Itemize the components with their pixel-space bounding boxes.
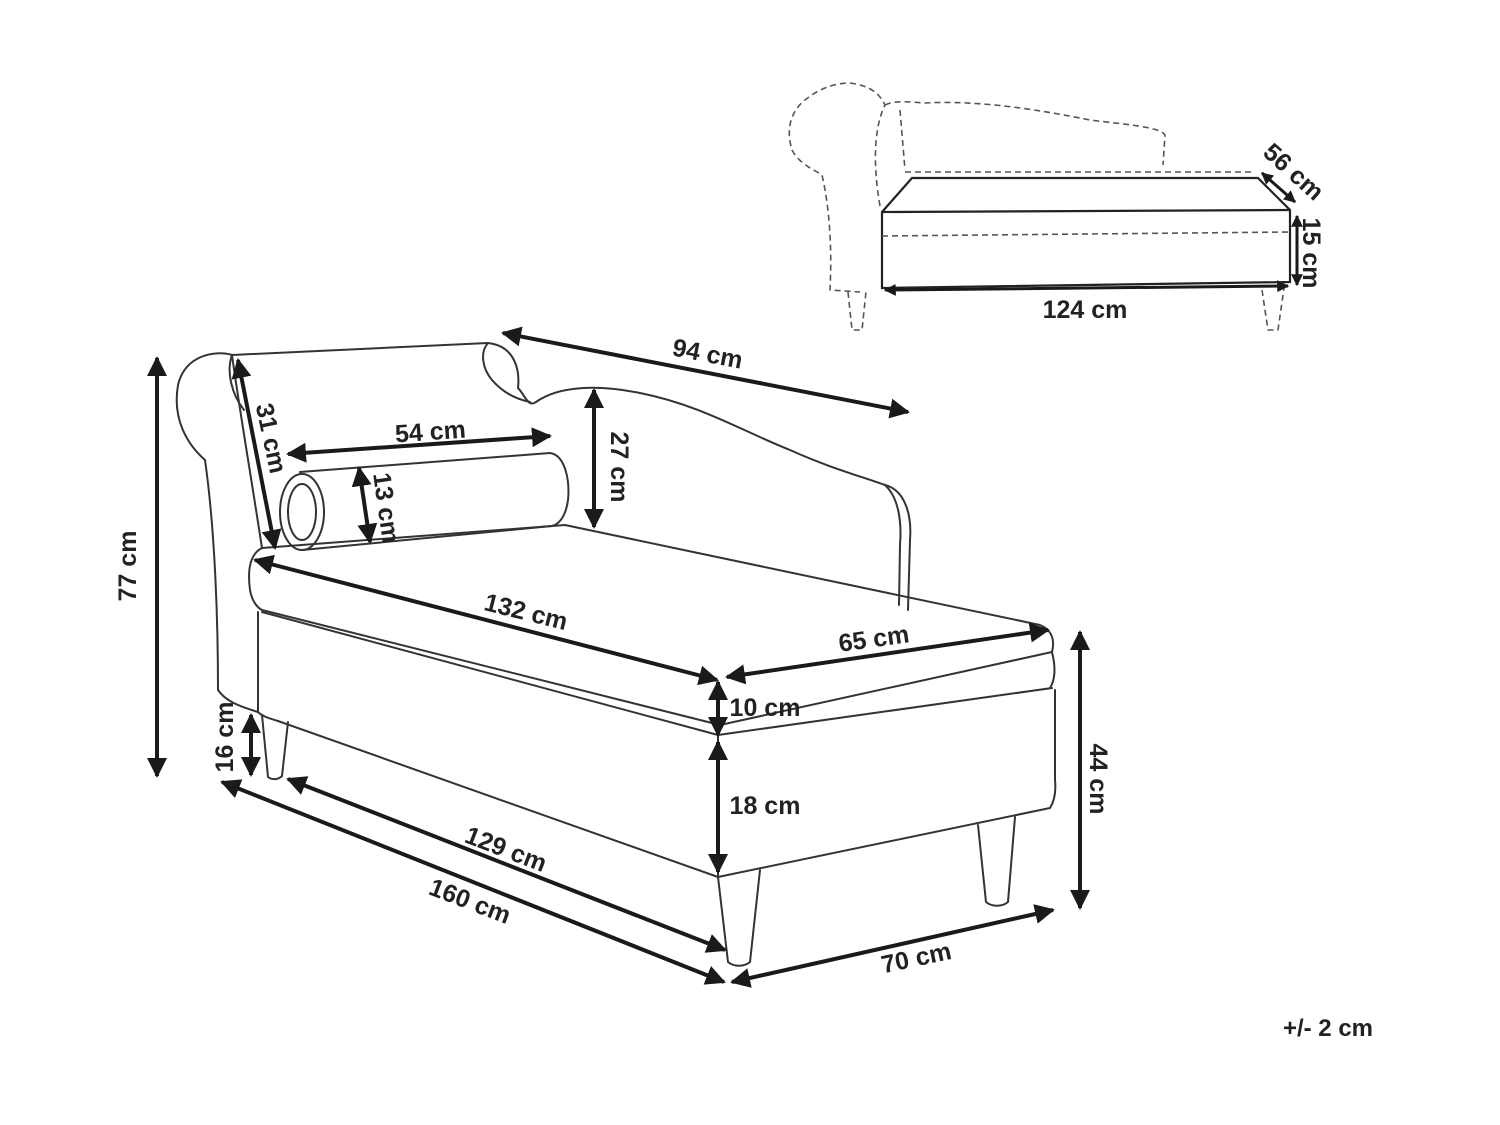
backrest-end-inner [884, 484, 902, 606]
arrow-160 [220, 779, 726, 985]
inset-arrow-56 [1261, 171, 1296, 204]
tolerance-note: +/- 2 cm [1283, 1015, 1373, 1042]
arrow-31 [231, 358, 282, 550]
label-129: 129 cm [461, 821, 550, 878]
seat-cushion-bottom [261, 611, 1053, 736]
leg-front-right [977, 816, 1016, 907]
label-70: 70 cm [879, 937, 954, 979]
label-54: 54 cm [394, 416, 467, 449]
seat-cushion-front-top [248, 547, 721, 726]
label-44: 44 cm [1084, 744, 1112, 815]
inset-ghost-front-leg-l [847, 291, 867, 331]
main-dimension-labels: 94 cm 54 cm 31 cm 27 cm 13 cm 77 cm 132 … [114, 334, 1112, 980]
label-77: 77 cm [114, 531, 142, 602]
arrow-65 [725, 622, 1050, 685]
label-13: 13 cm [367, 471, 405, 545]
inset-storage-illustration [788, 82, 1303, 331]
arrow-54 [286, 427, 552, 463]
label-31: 31 cm [250, 401, 292, 476]
inset-ghost-back [884, 100, 1166, 166]
bolster-pillow-end [279, 473, 325, 551]
inset-ghost-armrest [788, 82, 886, 293]
inset-storage-box [880, 176, 1292, 290]
inset-arrow-124 [883, 280, 1290, 296]
label-56: 56 cm [1258, 138, 1329, 206]
inset-ghost-back-inner [899, 109, 906, 171]
backrest-top [231, 342, 537, 405]
leg-back-left [261, 714, 289, 781]
label-16: 16 cm [211, 702, 239, 773]
seat-cushion-right [1049, 651, 1056, 689]
arrow-94 [501, 326, 910, 419]
label-15: 15 cm [1297, 218, 1325, 289]
inset-storage-box-mid [881, 231, 1291, 237]
arrow-70 [730, 904, 1055, 988]
backrest-slope [535, 386, 886, 486]
base-side [717, 689, 1057, 878]
bolster-pillow [299, 452, 570, 551]
main-dimension-arrows [147, 326, 1090, 988]
inset-dimension-labels: 56 cm 15 cm 124 cm [1043, 138, 1329, 324]
chaise-longue-illustration [175, 342, 1057, 967]
arrow-132 [253, 554, 719, 686]
label-124: 124 cm [1043, 296, 1128, 324]
label-18: 18 cm [730, 792, 801, 820]
bolster-pillow-end-inner [287, 483, 317, 541]
label-10: 10 cm [730, 694, 801, 722]
base-front [257, 611, 719, 878]
inset-storage-box-rim [881, 208, 1291, 214]
label-27: 27 cm [605, 432, 633, 503]
arrow-13 [351, 466, 378, 544]
inset-ghost-front-leg-r [1261, 287, 1285, 331]
seat-cushion-top [261, 524, 1055, 726]
backrest-end [884, 484, 912, 611]
